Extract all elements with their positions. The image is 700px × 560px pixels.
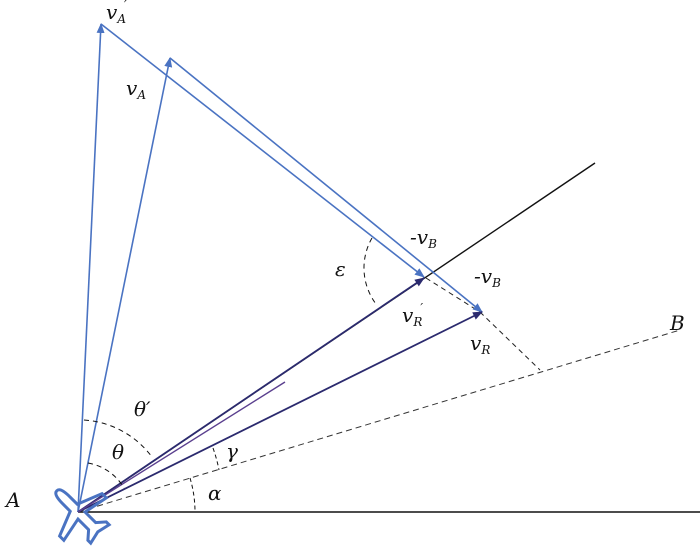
line-of-sight-ab (77, 329, 681, 513)
tip-connection-dashed-line (425, 277, 481, 313)
label-neg-vb-upper: -vB (410, 225, 437, 251)
label-neg-vb-lower: -vB (474, 264, 501, 290)
label-alpha: α (208, 481, 222, 505)
vector-vr-short-segment (77, 381, 286, 513)
angle-arc-epsilon (363, 237, 377, 305)
label-vr-prime: vR′ (402, 301, 423, 329)
label-theta: θ (112, 440, 124, 464)
label-va: vA (126, 76, 146, 102)
vector-va-prime (77, 23, 105, 513)
vector-neg-vb-upper (100, 23, 425, 278)
vector-vr (77, 311, 483, 513)
angle-arc-alpha (189, 477, 196, 513)
label-gamma: γ (226, 439, 238, 463)
angle-arc-gamma (212, 447, 220, 471)
label-va-prime: vA′ (106, 0, 127, 26)
vector-neg-vb-lower (169, 57, 483, 313)
label-vr: vR (470, 331, 490, 357)
label-epsilon: ε (335, 257, 346, 281)
angle-arc-theta (87, 462, 125, 489)
perpendicular-dashed-line (479, 311, 541, 371)
angle-arc-theta-prime (83, 419, 153, 458)
label-point-a: A (4, 488, 20, 512)
vector-vr-prime (77, 277, 425, 513)
aircraft-icon (54, 488, 112, 546)
vector-va (77, 57, 173, 513)
label-theta-prime: θ′ (134, 397, 151, 421)
label-point-b: B (669, 311, 685, 335)
